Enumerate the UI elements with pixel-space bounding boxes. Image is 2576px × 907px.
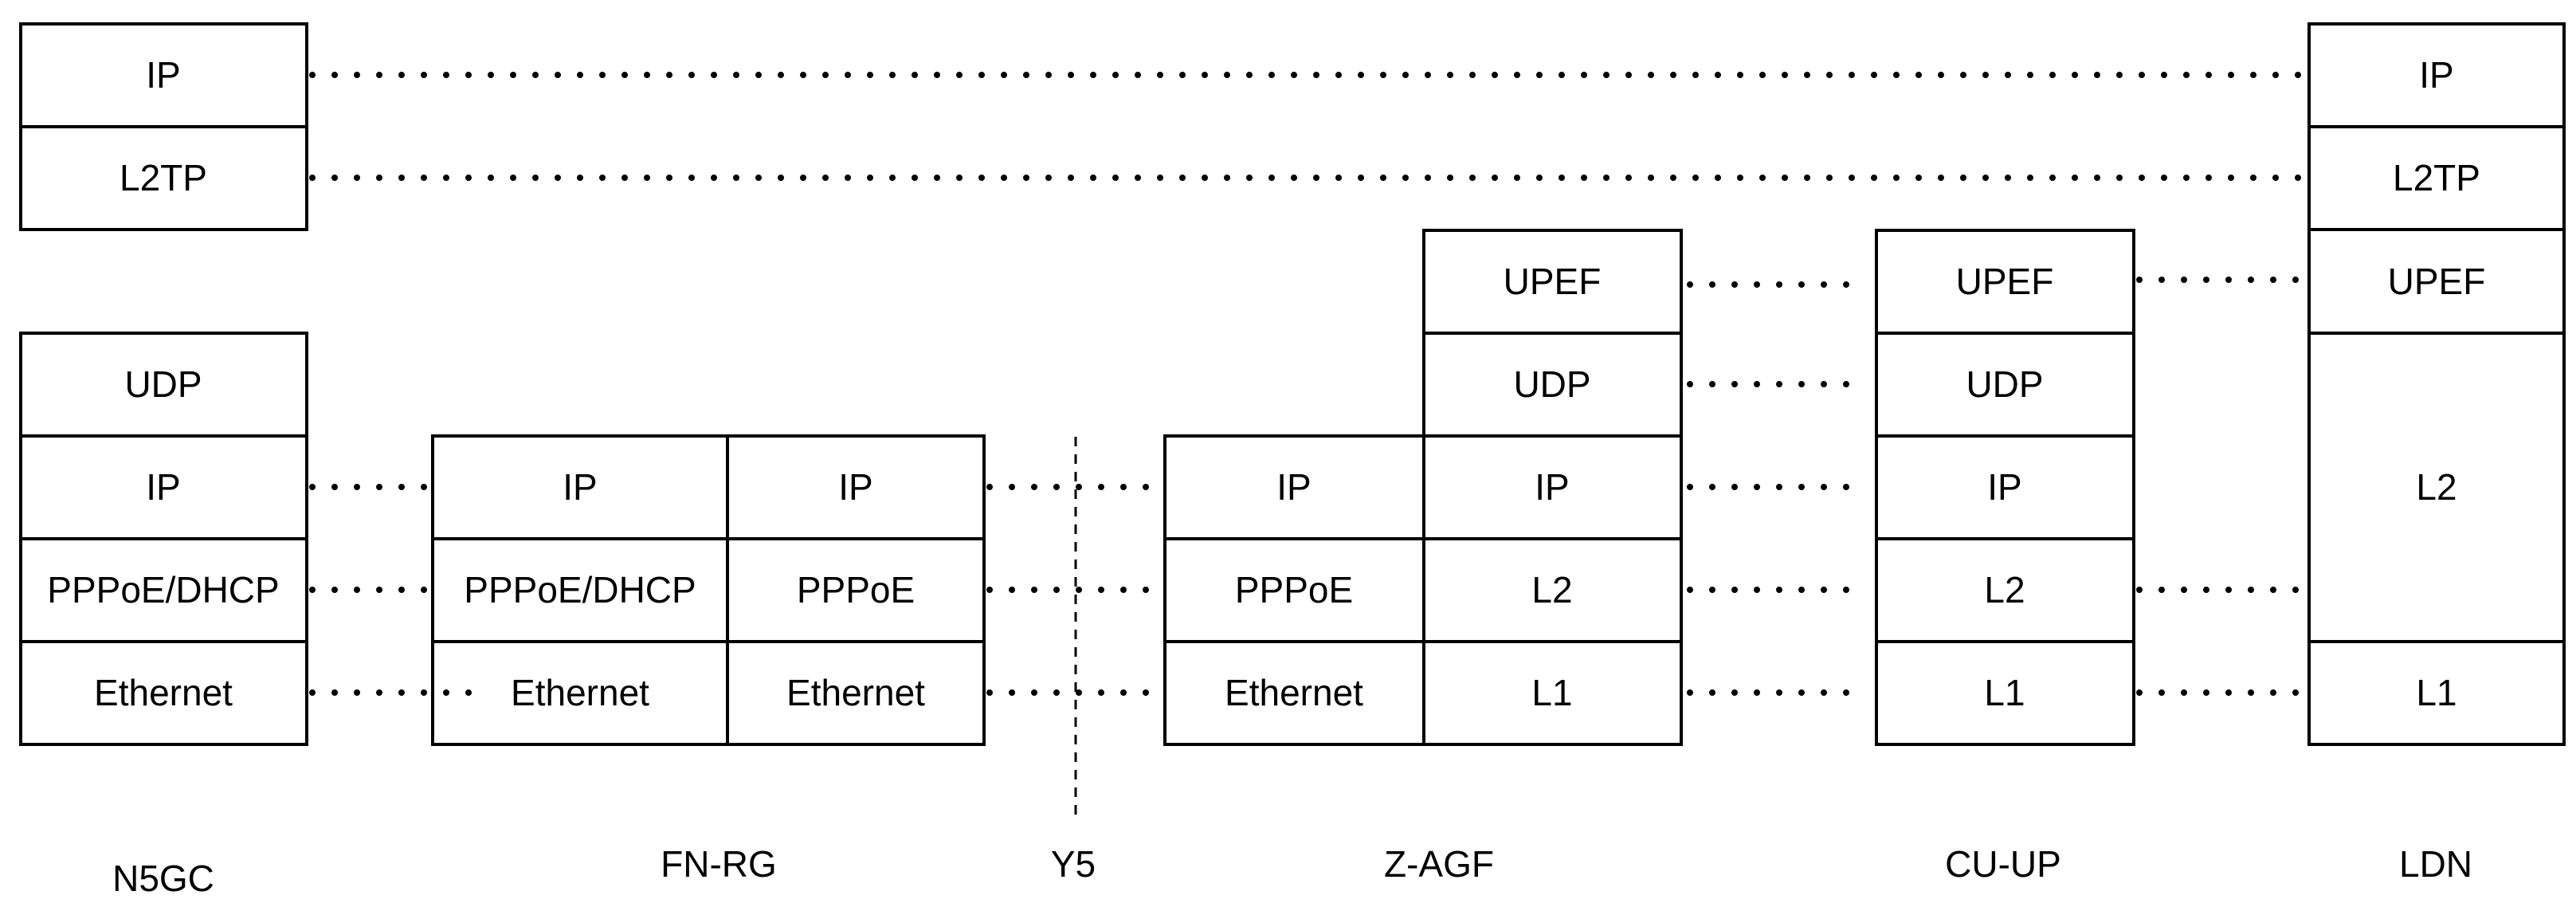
fnrg-stack <box>431 434 986 746</box>
n5gc-stack <box>19 22 308 746</box>
cuup-stack <box>1875 229 2135 746</box>
n5gc-layer-ip-top: IP <box>146 54 180 96</box>
ldn-stack <box>2307 22 2566 746</box>
n5gc-layer-udp: UDP <box>124 363 202 405</box>
fnrg-right-pppoe: PPPoE <box>797 569 915 611</box>
fnrg-right-ethernet: Ethernet <box>786 672 925 713</box>
zagf-right-upef: UPEF <box>1504 261 1602 302</box>
zagf-right-l2: L2 <box>1531 569 1572 611</box>
zagf-stack <box>1163 229 1683 746</box>
node-label-ldn: LDN <box>2399 843 2472 885</box>
n5gc-layer-l2tp: L2TP <box>120 157 207 198</box>
n5gc-layer-ip: IP <box>146 466 180 508</box>
cuup-upef: UPEF <box>1956 261 2054 302</box>
node-label-cuup: CU-UP <box>1945 843 2061 885</box>
cuup-l2: L2 <box>1984 569 2025 611</box>
node-label-fnrg: FN-RG <box>661 843 777 885</box>
zagf-right-ip: IP <box>1535 466 1569 508</box>
zagf-right-udp: UDP <box>1513 363 1590 405</box>
zagf-left-ip: IP <box>1276 466 1311 508</box>
n5gc-layer-pppoe-dhcp: PPPoE/DHCP <box>47 569 279 611</box>
node-label-y5: Y5 <box>1051 843 1096 885</box>
ldn-l2: L2 <box>2416 466 2456 508</box>
ldn-l2tp: L2TP <box>2393 157 2480 198</box>
cuup-l1: L1 <box>1984 672 2025 713</box>
ldn-ip: IP <box>2419 54 2453 96</box>
n5gc-layer-ethernet: Ethernet <box>94 672 233 713</box>
zagf-left-ethernet: Ethernet <box>1225 672 1363 713</box>
ldn-upef: UPEF <box>2388 261 2486 302</box>
peer-links <box>309 72 2306 696</box>
fnrg-left-pppoe-dhcp: PPPoE/DHCP <box>464 569 696 611</box>
fnrg-right-ip: IP <box>838 466 872 508</box>
fnrg-left-ethernet: Ethernet <box>511 672 649 713</box>
ldn-l1: L1 <box>2416 672 2456 713</box>
node-label-zagf: Z-AGF <box>1384 843 1494 885</box>
zagf-left-pppoe: PPPoE <box>1235 569 1353 611</box>
cuup-udp: UDP <box>1966 363 2043 405</box>
node-label-n5gc: N5GC <box>112 858 214 899</box>
zagf-right-l1: L1 <box>1531 672 1572 713</box>
fnrg-left-ip: IP <box>563 466 597 508</box>
cuup-ip: IP <box>1987 466 2021 508</box>
